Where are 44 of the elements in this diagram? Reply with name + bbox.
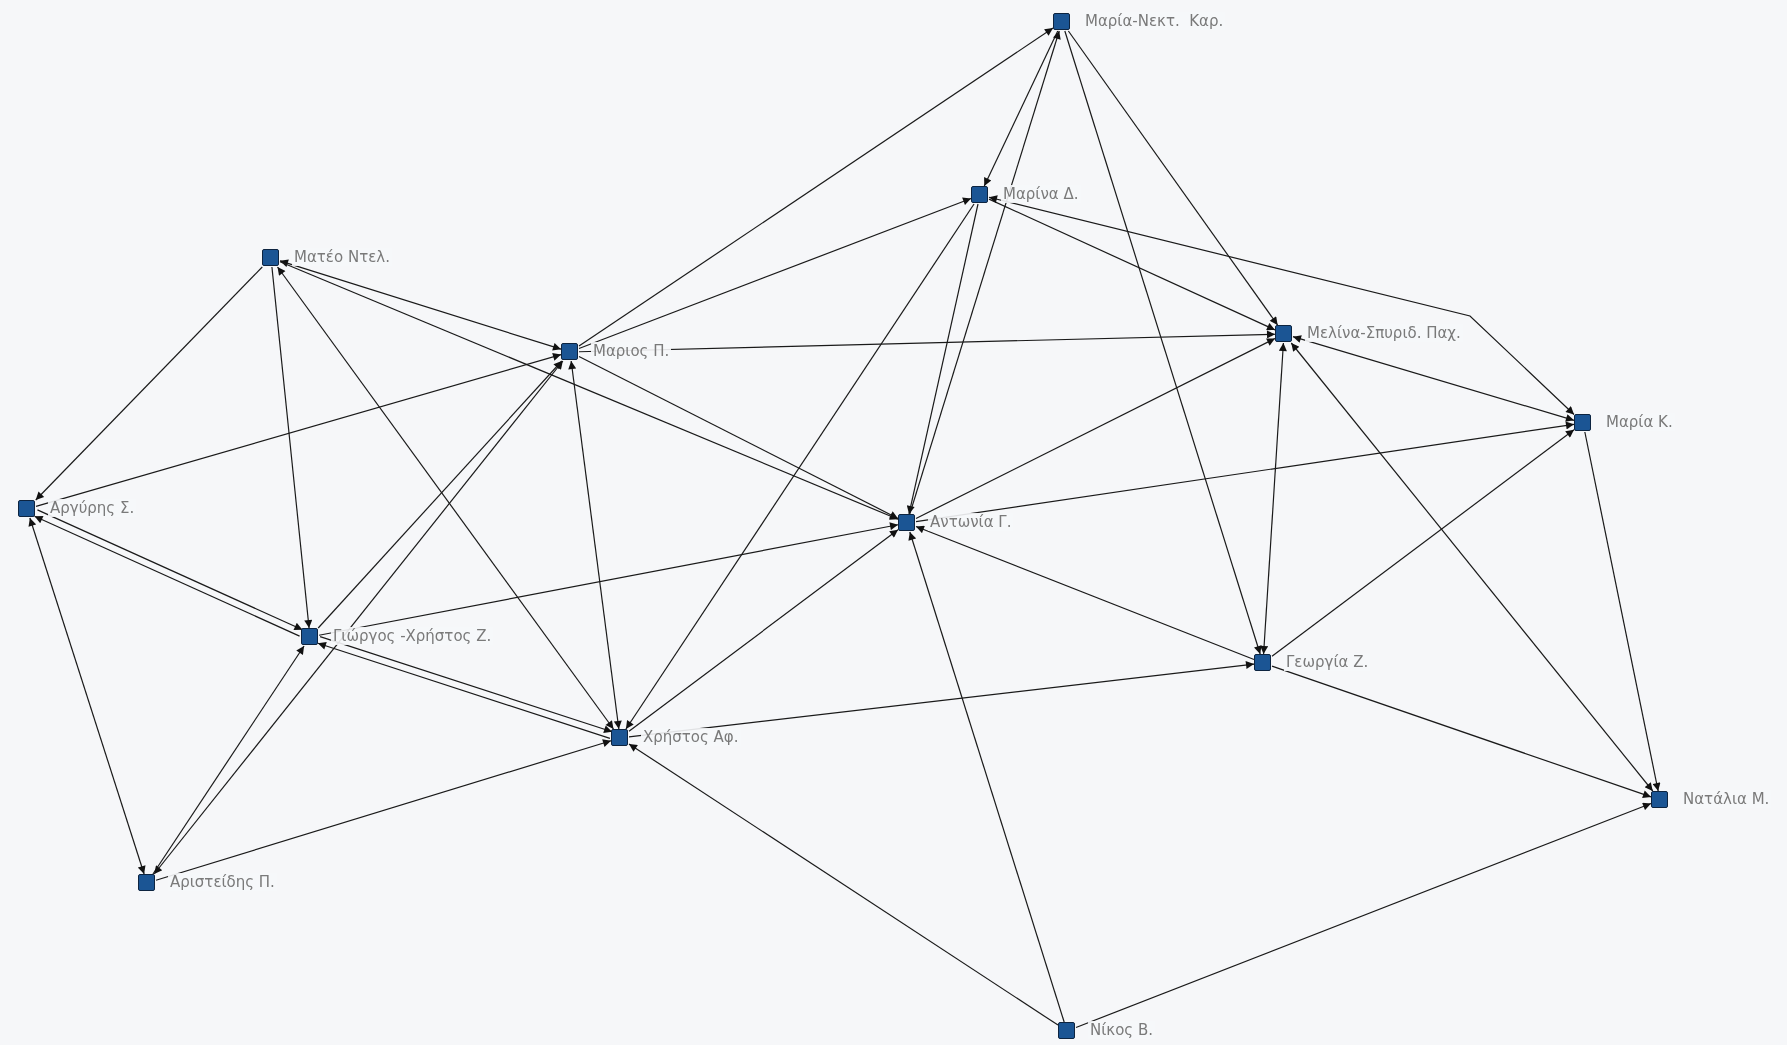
arrow	[628, 661, 1255, 738]
arrow	[983, 30, 1059, 187]
arrow	[908, 531, 1065, 1023]
node-label: Μαριος Π.	[591, 342, 672, 360]
arrow	[153, 360, 564, 875]
arrow	[1584, 431, 1661, 792]
arrow	[568, 360, 622, 730]
arrow	[1271, 429, 1575, 657]
arrow	[628, 743, 1059, 1026]
node-label: Ματέο Ντελ.	[292, 248, 392, 266]
arrow	[279, 261, 899, 520]
arrow	[35, 266, 263, 501]
arrow	[276, 266, 615, 730]
arrow	[988, 195, 1575, 416]
arrow	[1292, 335, 1575, 422]
arrow	[1290, 342, 1654, 792]
node-label: Αριστείδης Π.	[168, 873, 277, 891]
arrow	[35, 353, 562, 507]
arrow	[152, 645, 305, 875]
node-label: Μελίνα-Σπυριδ. Παχ.	[1305, 324, 1463, 342]
arrow	[1075, 802, 1652, 1029]
arrow	[1271, 665, 1652, 799]
arrow	[909, 30, 1061, 515]
arrow	[279, 259, 562, 351]
arrow	[317, 360, 563, 629]
arrow	[578, 355, 899, 520]
arrow	[1260, 342, 1287, 655]
arrow	[578, 27, 1054, 347]
arrow	[625, 203, 975, 730]
arrow	[28, 517, 146, 875]
arrow	[906, 203, 979, 515]
arrow	[1067, 30, 1279, 326]
arrow	[271, 266, 313, 629]
node-label: Νίκος Β.	[1088, 1021, 1155, 1039]
arrow	[915, 337, 1276, 520]
arrow	[988, 198, 1276, 331]
arrow	[578, 197, 972, 350]
arrow	[155, 739, 612, 881]
arrow	[628, 529, 899, 732]
arrow	[318, 522, 899, 636]
node-label: Μαρία Κ.	[1604, 413, 1675, 431]
arrow	[1064, 30, 1262, 655]
arrow	[915, 525, 1255, 661]
arrow	[915, 421, 1575, 523]
